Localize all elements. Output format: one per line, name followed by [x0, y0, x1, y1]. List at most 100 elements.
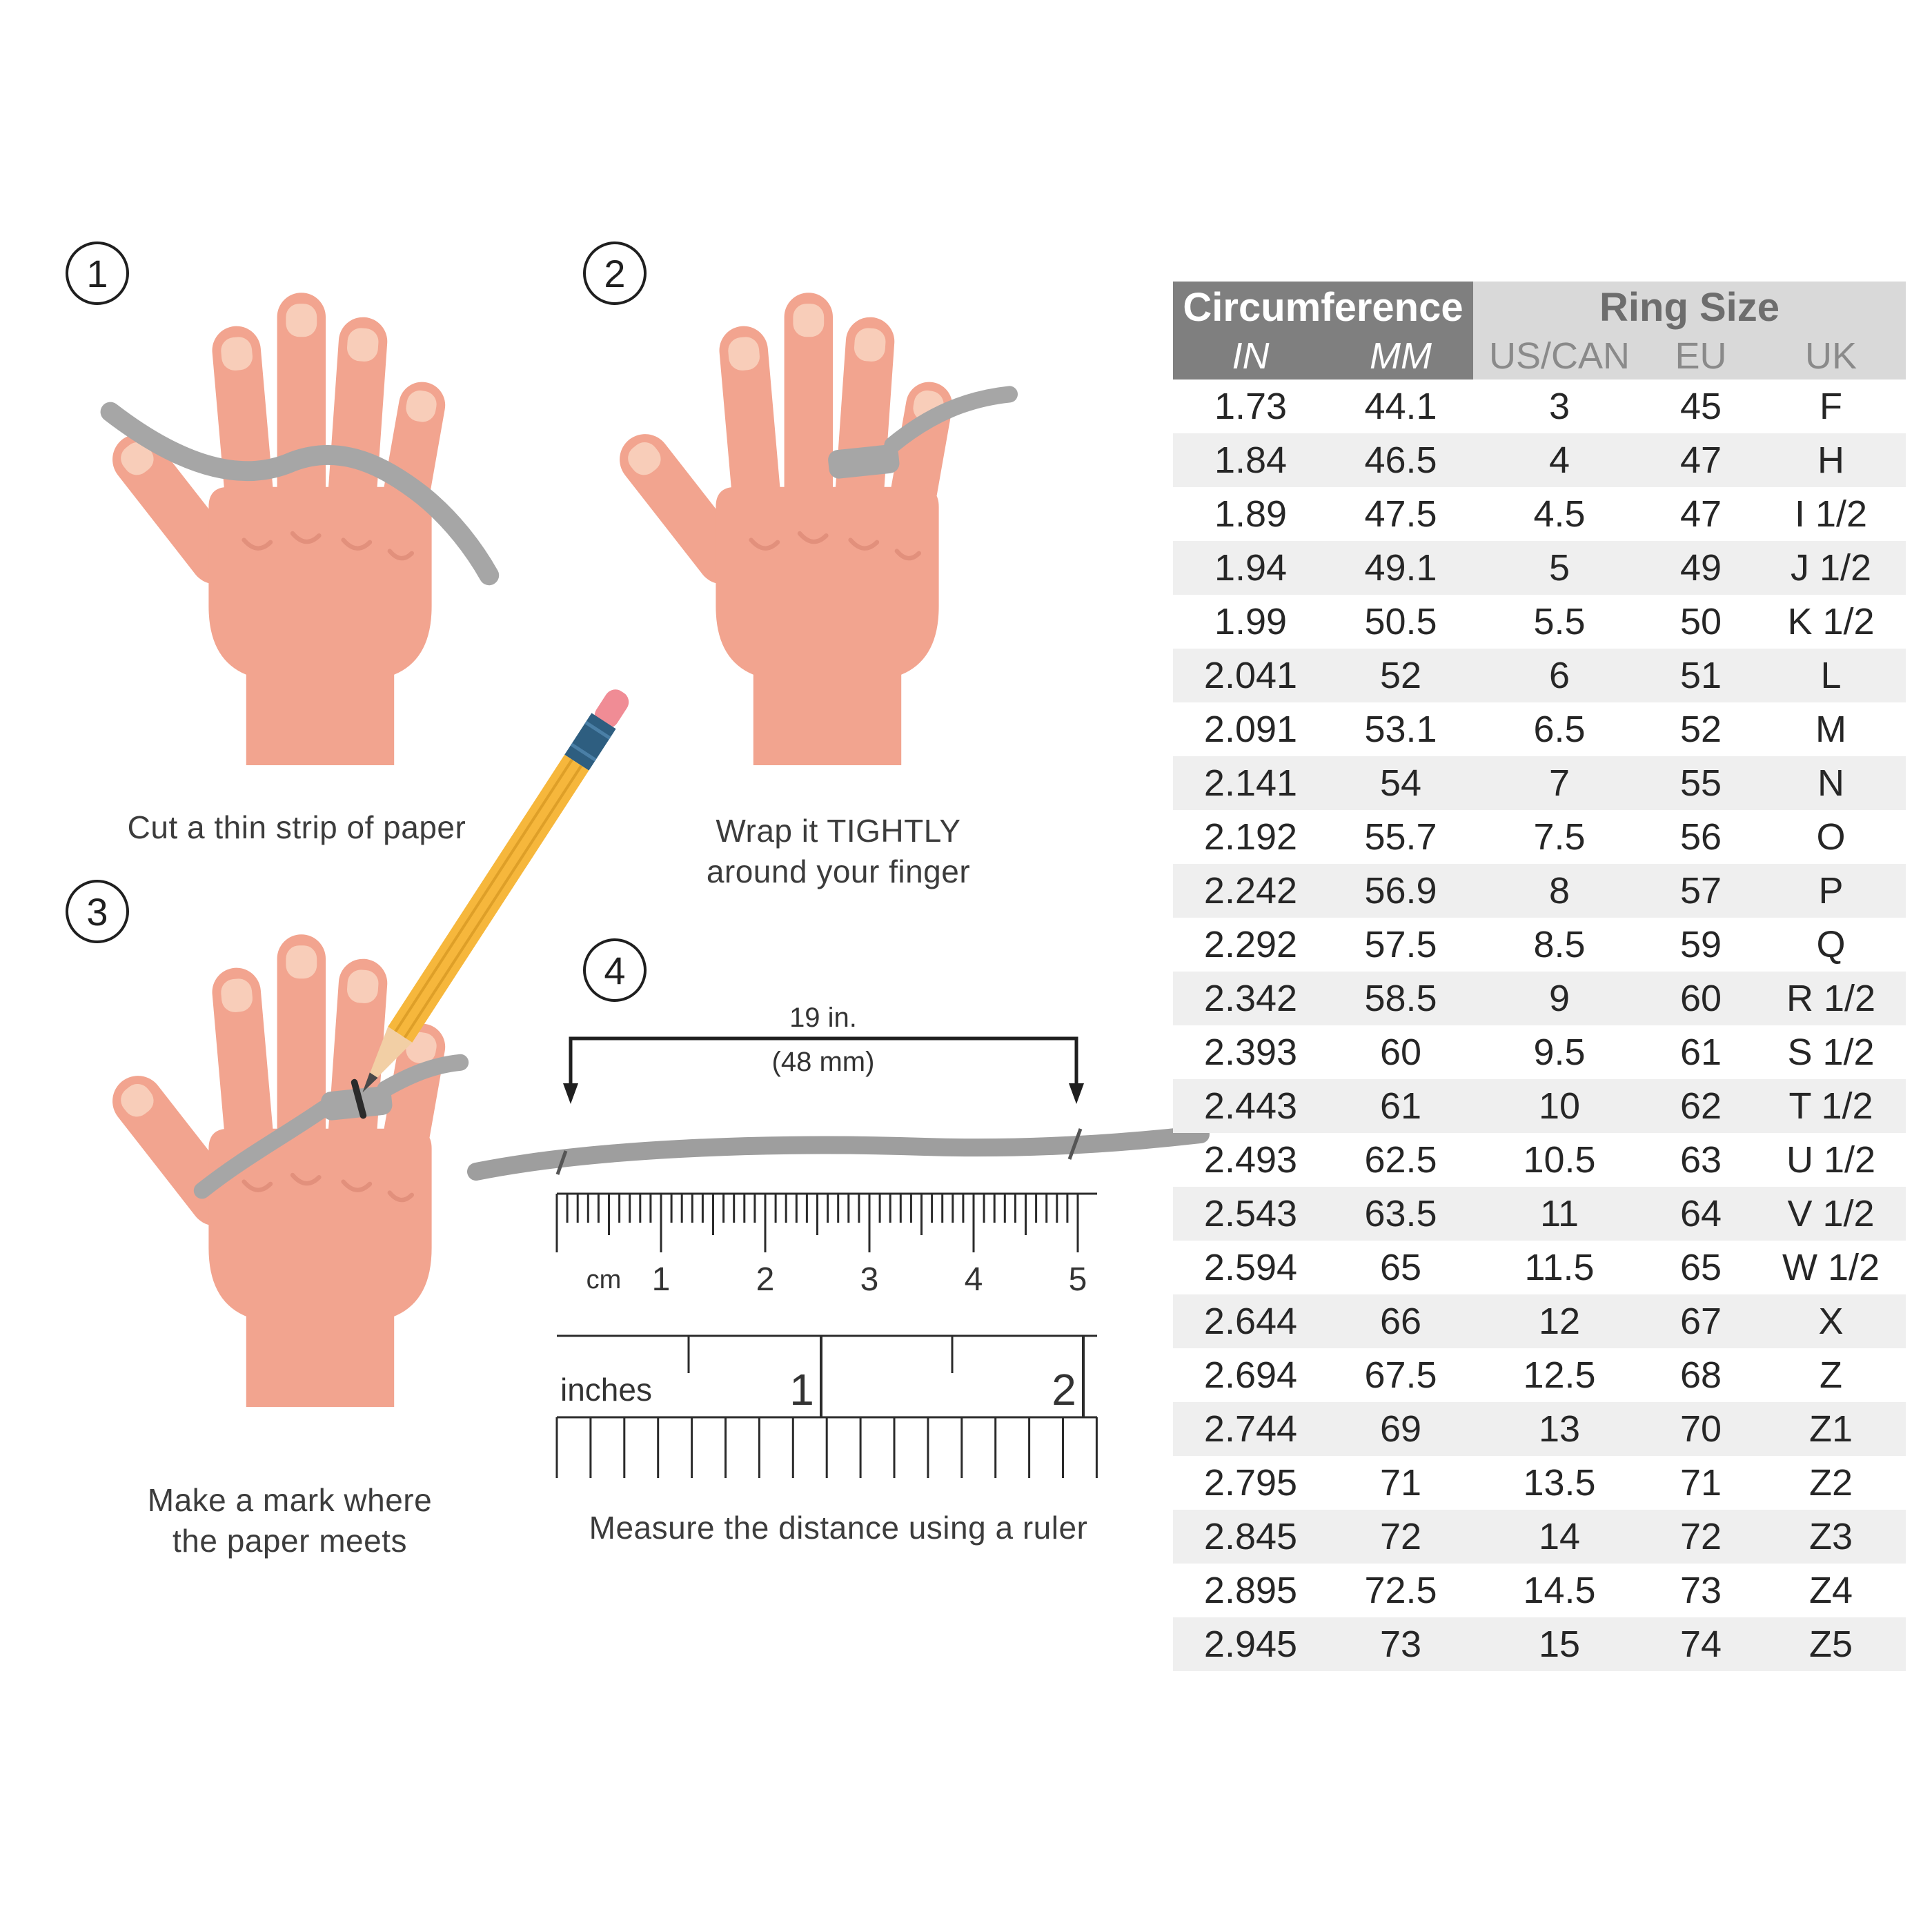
- table-cell: 57: [1646, 864, 1757, 918]
- table-cell: 8: [1473, 864, 1646, 918]
- table-cell: 69: [1328, 1402, 1474, 1456]
- step-2-number: 2: [583, 241, 647, 305]
- table-cell: 5: [1473, 541, 1646, 595]
- table-cell: 10: [1473, 1079, 1646, 1133]
- table-cell: 63.5: [1328, 1187, 1474, 1241]
- table-cell: 2.041: [1173, 649, 1328, 702]
- table-cell: 2.292: [1203, 924, 1298, 965]
- column-header-in: IN: [1173, 333, 1328, 379]
- step-4-caption: Measure the distance using a ruler: [589, 1510, 1088, 1546]
- table-cell: Q: [1816, 924, 1846, 965]
- table-cell: 68: [1679, 1354, 1722, 1396]
- table-cell: 71: [1379, 1462, 1422, 1504]
- table-cell: 56.9: [1328, 864, 1474, 918]
- table-cell: 8.5: [1533, 924, 1586, 965]
- table-cell: Z3: [1756, 1510, 1906, 1564]
- table-cell: 66: [1328, 1294, 1474, 1348]
- table-row: 2.091 53.1 6.5 52 M: [1173, 702, 1906, 756]
- table-cell: 47.5: [1364, 493, 1437, 535]
- segment-tick-marks: [555, 1417, 1098, 1478]
- pencil-body: [388, 754, 589, 1043]
- pencil-eraser: [594, 689, 629, 729]
- column-header-uk: UK: [1756, 333, 1906, 379]
- table-cell: 4: [1473, 433, 1646, 487]
- table-cell: Z2: [1809, 1462, 1853, 1504]
- pen-mark-on-strip: [1067, 1128, 1083, 1160]
- inch-number: 2: [1052, 1365, 1076, 1414]
- table-cell: 46.5: [1328, 433, 1474, 487]
- table-cell: 4.5: [1533, 493, 1586, 535]
- table-cell: 13.5: [1523, 1462, 1596, 1504]
- table-cell: 1.99: [1214, 601, 1288, 642]
- table-cell: J 1/2: [1756, 541, 1906, 595]
- table-cell: 2.945: [1173, 1617, 1328, 1671]
- table-cell: 11.5: [1524, 1247, 1595, 1288]
- table-cell: 62.5: [1364, 1139, 1437, 1181]
- table-cell: 50.5: [1364, 601, 1437, 642]
- table-cell: 2.091: [1203, 709, 1298, 750]
- table-cell: 15: [1473, 1617, 1646, 1671]
- table-cell: 7.5: [1533, 816, 1586, 858]
- pencil-band: [564, 713, 616, 771]
- hand-illustration-step-3: [138, 921, 469, 1407]
- table-cell: 72: [1646, 1510, 1757, 1564]
- table-cell: 53.1: [1364, 709, 1437, 750]
- table-cell: 54: [1328, 756, 1474, 810]
- table-cell: 64: [1646, 1187, 1757, 1241]
- table-cell: M: [1815, 709, 1847, 750]
- hand-illustration-step-2: [645, 279, 1018, 765]
- circumference-group-header: Circumference: [1173, 282, 1474, 333]
- table-cell: X: [1756, 1294, 1906, 1348]
- table-cell: 12.5: [1523, 1354, 1596, 1396]
- pen-mark: [351, 1078, 367, 1119]
- table-cell: 74: [1646, 1617, 1757, 1671]
- table-cell: 13: [1473, 1402, 1646, 1456]
- table-cell: 49.1: [1328, 541, 1474, 595]
- table-cell: 2.443: [1173, 1079, 1328, 1133]
- step-2-caption: Wrap it TIGHTLY around your finger: [706, 813, 971, 889]
- arrow-right-icon: [1069, 1083, 1084, 1104]
- table-cell: 14: [1473, 1510, 1646, 1564]
- table-cell: 1.84: [1173, 433, 1328, 487]
- table-cell: 52: [1328, 649, 1474, 702]
- table-cell: 52: [1679, 709, 1722, 750]
- table-cell: 2.845: [1173, 1510, 1328, 1564]
- table-cell: 14.5: [1523, 1570, 1596, 1611]
- table-cell: 1.73: [1214, 386, 1288, 427]
- step-1-number: 1: [66, 241, 129, 305]
- table-cell: 6.5: [1533, 709, 1586, 750]
- table-cell: U 1/2: [1786, 1139, 1876, 1181]
- table-cell: 11: [1473, 1187, 1646, 1241]
- table-cell: 45: [1679, 386, 1722, 427]
- inches-label: inches: [560, 1372, 652, 1408]
- table-cell: 61: [1328, 1079, 1474, 1133]
- table-cell: 2.795: [1203, 1462, 1298, 1504]
- table-cell: 58.5: [1328, 972, 1474, 1025]
- table-cell: Z: [1820, 1354, 1843, 1396]
- table-cell: 5.5: [1533, 601, 1586, 642]
- table-cell: 2.493: [1203, 1139, 1298, 1181]
- table-cell: 65: [1379, 1247, 1422, 1288]
- hand-illustration-step-1: [138, 279, 500, 765]
- table-cell: 2.895: [1203, 1570, 1298, 1611]
- table-cell: 2.342: [1173, 972, 1328, 1025]
- table-cell: 67: [1646, 1294, 1757, 1348]
- table-cell: 50: [1679, 601, 1722, 642]
- table-cell: 2.242: [1173, 864, 1328, 918]
- table-cell: 2.141: [1173, 756, 1328, 810]
- column-header-mm: MM: [1328, 333, 1474, 379]
- table-cell: I 1/2: [1794, 493, 1868, 535]
- cm-number: 2: [756, 1261, 775, 1298]
- column-header-eu: EU: [1646, 333, 1757, 379]
